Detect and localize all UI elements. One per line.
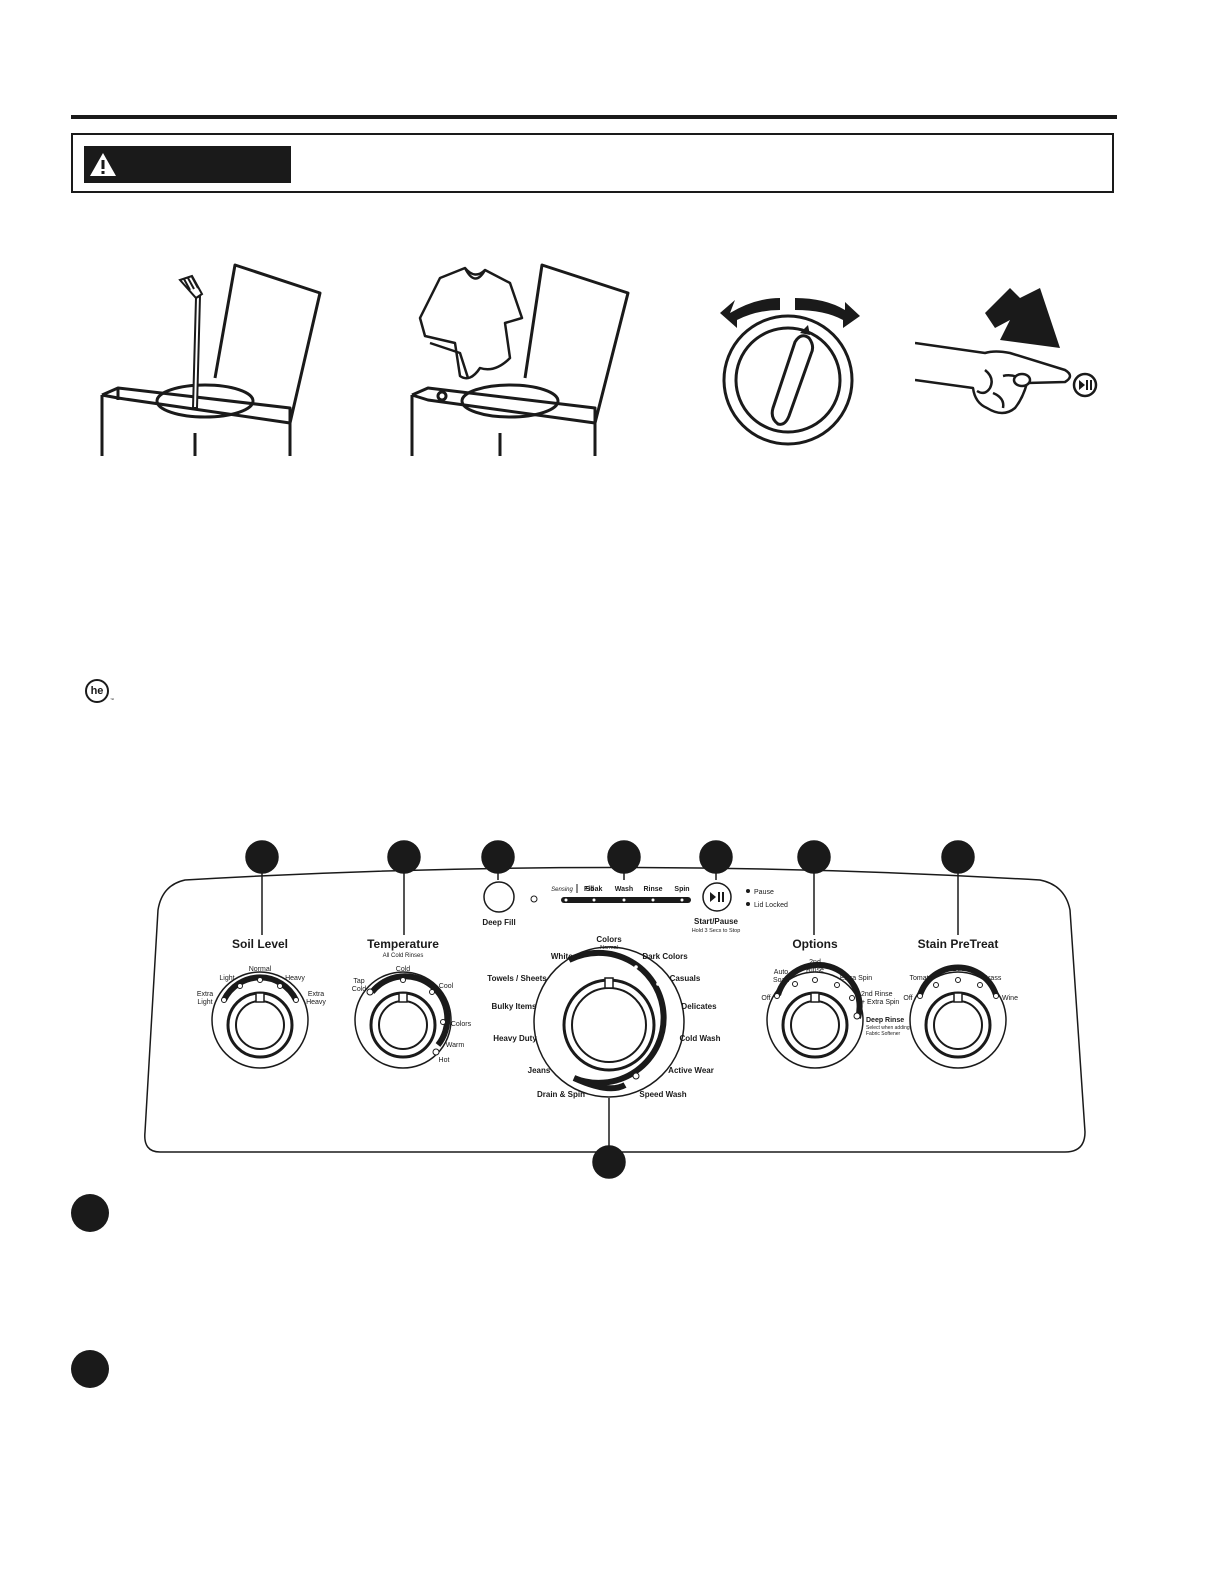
panel-outline xyxy=(144,866,1086,1153)
svg-text:Hot: Hot xyxy=(439,1057,450,1064)
svg-text:Light: Light xyxy=(219,975,234,982)
callout-soil xyxy=(245,840,279,874)
svg-text:All Cold Rinses: All Cold Rinses xyxy=(383,953,424,959)
svg-text:Deep Fill: Deep Fill xyxy=(482,918,515,927)
stain-pretreat-knob[interactable] xyxy=(909,964,1007,1069)
svg-text:Heavy Duty: Heavy Duty xyxy=(493,1034,537,1043)
svg-text:Jeans: Jeans xyxy=(528,1066,551,1075)
svg-text:Tap: Tap xyxy=(353,978,364,985)
callout-status xyxy=(607,840,641,874)
deep-fill-indicator xyxy=(530,895,538,903)
section-marker-2 xyxy=(71,1350,109,1388)
svg-text:Off: Off xyxy=(761,995,770,1002)
callout-start-pause xyxy=(699,840,733,874)
svg-text:Pause: Pause xyxy=(754,889,774,896)
svg-text:Heavy: Heavy xyxy=(285,975,305,982)
svg-text:Fabric Softener: Fabric Softener xyxy=(866,1031,901,1037)
svg-text:Heavy: Heavy xyxy=(306,999,326,1006)
svg-text:Normal: Normal xyxy=(249,966,272,973)
svg-text:Drain & Spin: Drain & Spin xyxy=(537,1090,585,1099)
svg-text:Active Wear: Active Wear xyxy=(668,1066,714,1075)
options-knob[interactable] xyxy=(766,961,864,1069)
control-panel-diagram: Soil Level Extra Light Light Normal Heav… xyxy=(0,830,1224,1180)
svg-text:Rinse: Rinse xyxy=(643,886,662,893)
temperature-knob[interactable] xyxy=(354,971,452,1069)
svg-text:Cold: Cold xyxy=(396,966,411,973)
detergent-bottle-illustration xyxy=(100,263,322,456)
svg-text:Spin: Spin xyxy=(674,886,689,893)
header-rule xyxy=(71,115,1117,119)
svg-text:Delicates: Delicates xyxy=(681,1002,717,1011)
options-title: Options xyxy=(792,937,838,951)
svg-text:Off: Off xyxy=(903,995,912,1002)
svg-text:Towels / Sheets: Towels / Sheets xyxy=(487,974,547,983)
svg-text:Soak: Soak xyxy=(586,886,603,893)
warning-tag xyxy=(84,146,291,183)
section-marker-1 xyxy=(71,1194,109,1232)
deep-fill-button[interactable] xyxy=(483,881,515,913)
svg-text:Speed Wash: Speed Wash xyxy=(639,1090,686,1099)
svg-text:Dirt: Dirt xyxy=(953,966,964,973)
svg-text:Select when adding: Select when adding xyxy=(866,1025,910,1031)
svg-text:Tomato: Tomato xyxy=(910,975,933,982)
callout-stain xyxy=(941,840,975,874)
cycle-selector-knob[interactable] xyxy=(533,946,685,1098)
svg-text:Wash: Wash xyxy=(615,886,633,893)
svg-text:Whites: Whites xyxy=(551,952,578,961)
callout-cycle xyxy=(592,1145,626,1179)
press-button-illustration xyxy=(915,288,1098,415)
svg-text:Warm: Warm xyxy=(446,1042,465,1049)
svg-text:Deep Rinse: Deep Rinse xyxy=(866,1017,904,1024)
warning-box xyxy=(71,133,1114,193)
dial-illustration xyxy=(720,298,860,446)
svg-text:Extra Spin: Extra Spin xyxy=(840,975,872,982)
svg-text:Dark Colors: Dark Colors xyxy=(642,952,688,961)
svg-text:Cold: Cold xyxy=(352,986,367,993)
svg-text:Extra: Extra xyxy=(197,991,213,998)
callout-deep-fill xyxy=(481,840,515,874)
svg-text:Grass: Grass xyxy=(983,975,1002,982)
svg-text:Bulky Items: Bulky Items xyxy=(492,1002,537,1011)
callout-temperature xyxy=(387,840,421,874)
svg-text:Normal: Normal xyxy=(600,945,618,951)
svg-text:Wine: Wine xyxy=(1002,995,1018,1002)
svg-text:Extra: Extra xyxy=(308,991,324,998)
svg-text:Colors: Colors xyxy=(596,935,622,944)
warning-triangle-icon xyxy=(90,153,116,176)
soil-level-knob[interactable] xyxy=(211,971,309,1069)
svg-text:2nd: 2nd xyxy=(809,959,821,966)
svg-text:Fill: Fill xyxy=(584,886,594,893)
svg-text:™: ™ xyxy=(110,697,114,702)
svg-text:Cold Wash: Cold Wash xyxy=(679,1034,720,1043)
status-bar xyxy=(561,897,691,903)
he-logo: he ™ xyxy=(85,679,114,703)
svg-text:Start/Pause: Start/Pause xyxy=(694,917,739,926)
soil-level-title: Soil Level xyxy=(232,937,288,951)
temperature-title: Temperature xyxy=(367,937,439,951)
svg-text:2nd Rinse: 2nd Rinse xyxy=(861,991,893,998)
svg-text:Casuals: Casuals xyxy=(670,974,701,983)
callout-options xyxy=(797,840,831,874)
svg-text:he: he xyxy=(91,685,104,697)
svg-text:Hold 3 Secs to Stop: Hold 3 Secs to Stop xyxy=(692,928,741,934)
svg-text:Light: Light xyxy=(197,999,212,1006)
svg-text:Rinse: Rinse xyxy=(806,967,824,974)
svg-text:Cool: Cool xyxy=(439,983,454,990)
svg-text:Soak: Soak xyxy=(773,977,789,984)
svg-text:Colors: Colors xyxy=(451,1021,472,1028)
svg-text:+ Extra Spin: + Extra Spin xyxy=(861,999,899,1006)
stain-pretreat-title: Stain PreTreat xyxy=(918,937,999,951)
shirt-illustration xyxy=(410,263,630,456)
start-pause-button[interactable] xyxy=(702,882,732,912)
svg-text:Sensing: Sensing xyxy=(551,887,573,893)
svg-text:Lid Locked: Lid Locked xyxy=(754,902,788,909)
svg-text:Auto: Auto xyxy=(774,969,789,976)
